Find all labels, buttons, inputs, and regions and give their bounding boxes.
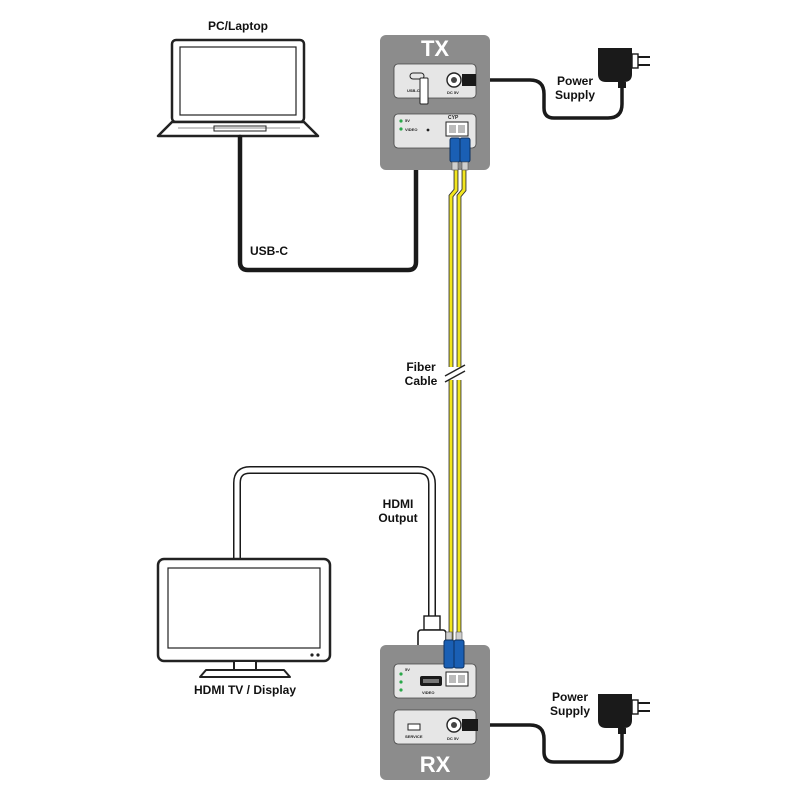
tx-fiber-connector <box>449 137 471 171</box>
rx-device <box>380 645 490 780</box>
tx-led-video-label: VIDEO <box>405 127 418 132</box>
hdmi-output-label-line2: Output <box>378 511 418 525</box>
tx-power-cable <box>474 78 624 120</box>
rx-power-label-line2: Supply <box>549 704 590 718</box>
rx-power-label: Power Supply <box>540 690 600 718</box>
hdmi-output-label-line1: HDMI <box>382 497 414 511</box>
fiber-label-line2: Cable <box>404 374 438 388</box>
rx-led-5v-label: 5V <box>405 667 410 672</box>
hdmi-cable <box>234 467 435 628</box>
rx-power-cable <box>476 723 624 764</box>
laptop-icon <box>156 38 320 138</box>
tx-logo: CYP <box>448 115 459 121</box>
rx-title: RX <box>419 752 451 777</box>
usbc-label: USB-C <box>250 244 288 258</box>
laptop-label: PC/Laptop <box>208 19 268 33</box>
tx-led-5v-label: 5V <box>405 118 410 123</box>
tx-title: TX <box>420 36 450 61</box>
tx-port-usbc-label: USB-C <box>407 88 420 93</box>
rx-port-dc-label: DC 5V <box>447 736 459 741</box>
tx-port-dc-label: DC 5V <box>447 90 459 95</box>
usbc-cable <box>237 103 427 273</box>
tx-power-label-line2: Supply <box>554 88 595 102</box>
rx-fiber-connector <box>443 631 465 669</box>
rx-power-label-line1: Power <box>551 690 588 704</box>
hdmi-output-label: HDMI Output <box>372 497 424 525</box>
rx-port-service-label: SERVICE <box>405 734 423 739</box>
display-label: HDMI TV / Display <box>193 683 297 697</box>
fiber-label: Fiber Cable <box>396 360 446 388</box>
tx-power-label-line1: Power <box>556 74 593 88</box>
tx-power-label: Power Supply <box>545 74 605 102</box>
rx-led-video-label: VIDEO <box>422 690 435 695</box>
fiber-label-line1: Fiber <box>406 360 436 374</box>
tx-power-adapter-icon <box>598 48 650 88</box>
rx-power-adapter-icon <box>598 694 650 734</box>
display-icon <box>156 557 332 678</box>
fiber-cable <box>444 168 467 642</box>
